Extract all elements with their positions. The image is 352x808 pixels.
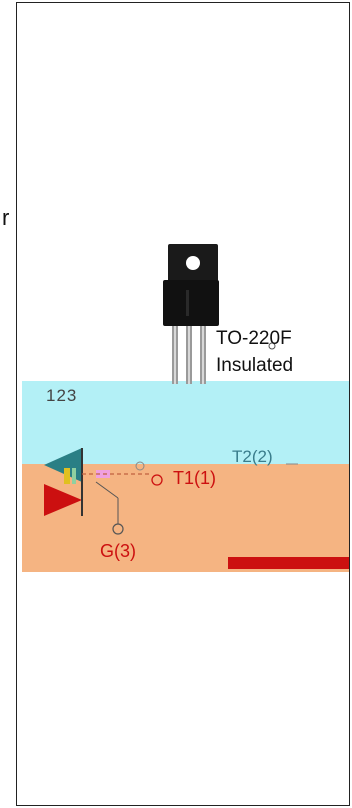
symbol-highlight-yellow: [64, 468, 70, 484]
content-frame: [16, 2, 350, 806]
white-patch: [300, 364, 330, 378]
gate-lead: [95, 481, 119, 499]
triac-symbol: [44, 448, 298, 535]
package-name: TO-220F: [216, 328, 292, 349]
terminal-t2-label: T2(2): [232, 447, 273, 466]
package-body: [163, 280, 219, 326]
gate-label: G(3): [100, 541, 136, 561]
symbol-highlight-green: [72, 468, 76, 484]
terminal-t1-label: T1(1): [173, 468, 217, 488]
t1-terminal: [151, 474, 163, 486]
aux-terminal: [135, 461, 145, 471]
triac-upper-triangle: [44, 448, 82, 482]
to220f-package: [163, 244, 276, 384]
pin-numbers: 123: [46, 386, 78, 405]
package-note: Insulated: [216, 355, 294, 376]
triac-lower-triangle: [44, 484, 82, 516]
red-strip: [228, 557, 349, 569]
clipped-edge-text: r: [2, 205, 10, 230]
body-mark: [186, 290, 189, 316]
gate-terminal: [112, 523, 124, 535]
pin-marker-dot: [268, 342, 276, 350]
package-leads: [172, 326, 206, 384]
cyan-background-band: [22, 381, 349, 464]
orange-background-band: [22, 464, 349, 572]
mounting-hole: [186, 256, 200, 270]
